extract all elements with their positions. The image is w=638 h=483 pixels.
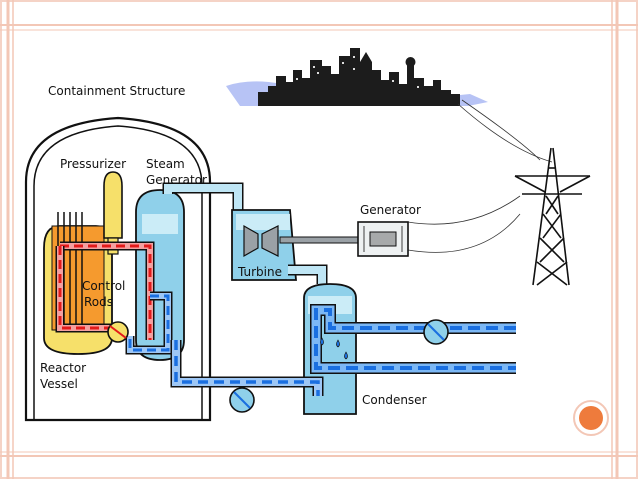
generator <box>357 221 409 257</box>
label-turbine: Turbine <box>237 265 282 279</box>
label-reactor-vessel-1: Reactor <box>40 361 86 375</box>
power-lines <box>407 99 553 253</box>
label-control-rods-1: Control <box>82 279 125 293</box>
turbine <box>231 209 297 281</box>
feedwater-loop <box>170 340 324 413</box>
label-pressurizer: Pressurizer <box>60 157 126 171</box>
label-generator: Generator <box>360 203 421 217</box>
label-steam-generator-1: Steam <box>146 157 185 171</box>
label-reactor-vessel-2: Vessel <box>40 377 78 391</box>
steam-line <box>162 182 244 212</box>
accent-circle <box>573 400 609 436</box>
transmission-tower <box>514 147 591 286</box>
label-steam-generator-2: Generator <box>146 173 207 187</box>
city-skyline <box>226 48 488 106</box>
label-control-rods-2: Rods <box>84 295 113 309</box>
primary-loop <box>55 241 173 355</box>
steam-generator <box>135 189 185 361</box>
containment-structure <box>24 116 212 422</box>
label-containment-structure: Containment Structure <box>48 84 185 98</box>
cooling-water-loop <box>310 304 516 374</box>
label-condenser: Condenser <box>362 393 427 407</box>
exhaust-line <box>288 264 328 284</box>
